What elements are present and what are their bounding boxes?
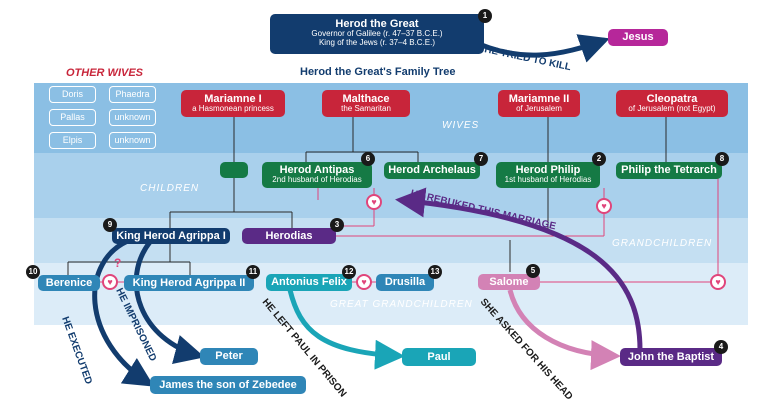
great-grandchild-salome: Salome — [478, 274, 540, 290]
wife-malthace-name: Malthace — [342, 93, 390, 105]
child-philip-the-tetrarch-name: Philip the Tetrarch — [621, 164, 717, 176]
grandchild-herodias: Herodias — [242, 228, 336, 244]
great-grandchild-salome-name: Salome — [489, 276, 529, 288]
wife-cleopatra-sub: of Jerusalem (not Egypt) — [628, 104, 716, 114]
other-wife-unknown-1: unknown — [109, 109, 156, 126]
herod-the-great-line2: King of the Jews (r. 37–4 B.C.E.) — [318, 37, 436, 47]
diagram-title: Herod the Great's Family Tree — [300, 66, 456, 78]
question-mark-icon: ? — [114, 256, 122, 270]
john-the-baptist-label: John the Baptist — [627, 351, 715, 363]
grandchild-agrippa-i: King Herod Agrippa I — [112, 228, 230, 244]
heart-icon-berenice-agrippa-ii: ♥ — [102, 274, 118, 290]
other-wife-doris: Doris — [49, 86, 96, 103]
heart-icon-antipas-herodias: ♥ — [366, 194, 382, 210]
grandchild-agrippa-i-name: King Herod Agrippa I — [116, 230, 226, 242]
grandchild-herodias-name: Herodias — [265, 230, 313, 242]
child-philip-the-tetrarch: Philip the Tetrarch — [616, 162, 722, 179]
great-grandchild-berenice-name: Berenice — [45, 277, 93, 289]
great-grandchild-drusilla: Drusilla — [376, 274, 434, 291]
great-grandchild-drusilla-name: Drusilla — [384, 276, 426, 288]
herod-the-great-box: Herod the Great Governor of Galilee (r. … — [270, 14, 484, 54]
great-grandchild-berenice: Berenice — [38, 275, 100, 291]
jesus-label: Jesus — [622, 31, 654, 43]
other-wife-elpis: Elpis — [49, 132, 96, 149]
wife-cleopatra-name: Cleopatra — [646, 93, 698, 105]
james-label: James the son of Zebedee — [159, 379, 297, 391]
wife-mariamne-i-name: Mariamne I — [204, 93, 262, 105]
wife-mariamne-ii-name: Mariamne II — [508, 93, 570, 105]
wife-malthace: Malthace the Samaritan — [322, 90, 410, 117]
other-wife-unknown-2: unknown — [109, 132, 156, 149]
wife-cleopatra: Cleopatra of Jerusalem (not Egypt) — [616, 90, 728, 117]
band-label-children: CHILDREN — [140, 183, 200, 194]
wife-mariamne-ii-sub: of Jerusalem — [516, 104, 562, 114]
number-badge-felix: 12 — [342, 265, 356, 279]
band-label-wives: WIVES — [442, 120, 480, 131]
wife-mariamne-i-sub: a Hasmonean princess — [192, 104, 274, 114]
paul-label: Paul — [427, 351, 451, 363]
great-grandchild-agrippa-ii: King Herod Agrippa II — [124, 275, 254, 291]
child-herod-philip: Herod Philip 1st husband of Herodias — [496, 162, 600, 188]
other-wife-phaedra: Phaedra — [109, 86, 156, 103]
number-badge-salome: 5 — [526, 264, 540, 278]
wife-mariamne-ii: Mariamne II of Jerusalem — [498, 90, 580, 117]
child-herod-archelaus: Herod Archelaus — [384, 162, 480, 179]
great-grandchild-antonius-felix: Antonius Felix — [266, 274, 352, 291]
heart-icon-felix-drusilla: ♥ — [356, 274, 372, 290]
heart-icon-tetrarch-salome: ♥ — [710, 274, 726, 290]
wife-mariamne-i: Mariamne I a Hasmonean princess — [181, 90, 285, 117]
paul-box: Paul — [402, 348, 476, 366]
number-badge-archelaus: 7 — [474, 152, 488, 166]
john-the-baptist-box: John the Baptist — [620, 348, 722, 366]
number-badge-herodias: 3 — [330, 218, 344, 232]
child-herod-philip-name: Herod Philip — [515, 164, 581, 176]
heart-icon-philip-herodias: ♥ — [596, 198, 612, 214]
great-grandchild-antonius-felix-name: Antonius Felix — [271, 276, 347, 288]
number-badge-antipas: 6 — [361, 152, 375, 166]
arrow-label-asked-head: SHE ASKED FOR HIS HEAD — [478, 297, 575, 403]
child-herod-archelaus-name: Herod Archelaus — [388, 164, 476, 176]
herod-the-great-name: Herod the Great — [335, 18, 419, 30]
number-badge-john: 4 — [714, 340, 728, 354]
unnamed-child-box — [220, 162, 248, 178]
band-label-grandchildren: GRANDCHILDREN — [612, 238, 713, 249]
wife-malthace-sub: the Samaritan — [341, 104, 391, 114]
arrow-label-executed: HE EXECUTED — [59, 315, 94, 386]
number-badge-berenice: 10 — [26, 265, 40, 279]
number-badge-tetrarch: 8 — [715, 152, 729, 166]
number-badge-philip: 2 — [592, 152, 606, 166]
great-grandchild-agrippa-ii-name: King Herod Agrippa II — [132, 277, 246, 289]
arrow-label-tried-to-kill: HE TRIED TO KILL — [483, 44, 572, 73]
child-herod-philip-sub: 1st husband of Herodias — [504, 175, 592, 185]
number-badge-agrippa-ii: 11 — [246, 265, 260, 279]
peter-label: Peter — [215, 350, 243, 362]
peter-box: Peter — [200, 348, 258, 365]
number-badge-herod: 1 — [478, 9, 492, 23]
herod-the-great-line1: Governor of Galilee (r. 47–37 B.C.E.) — [311, 29, 443, 39]
band-label-great-grandchildren: GREAT GRANDCHILDREN — [330, 299, 473, 310]
number-badge-drusilla: 13 — [428, 265, 442, 279]
number-badge-agrippa-i: 9 — [103, 218, 117, 232]
child-herod-antipas: Herod Antipas 2nd husband of Herodias — [262, 162, 372, 188]
other-wives-heading: OTHER WIVES — [66, 67, 144, 79]
other-wife-pallas: Pallas — [49, 109, 96, 126]
arrow-label-rebuked: HE REBUKED THIS MARRIAGE — [409, 188, 557, 232]
james-box: James the son of Zebedee — [150, 376, 306, 394]
child-herod-antipas-sub: 2nd husband of Herodias — [272, 175, 362, 185]
child-herod-antipas-name: Herod Antipas — [279, 164, 355, 176]
jesus-box: Jesus — [608, 29, 668, 46]
